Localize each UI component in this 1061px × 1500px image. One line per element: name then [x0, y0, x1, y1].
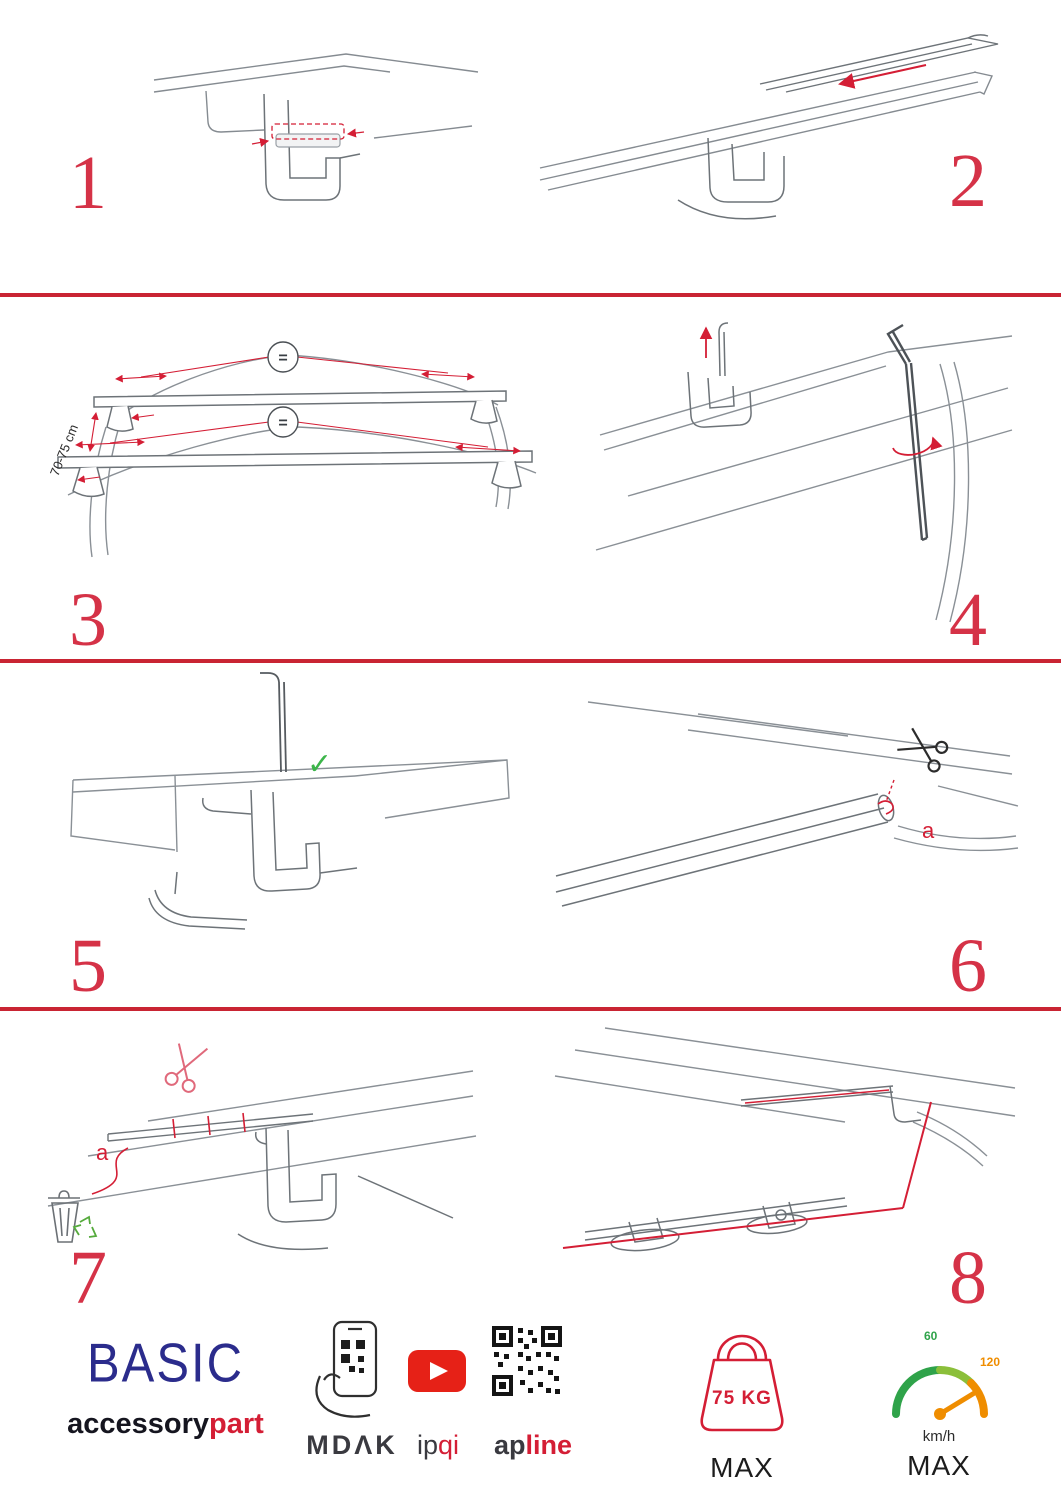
phone-qr-scan-icon	[315, 1320, 378, 1418]
partner-mdak-label: MDΛK	[306, 1430, 398, 1460]
play-icon	[430, 1362, 448, 1380]
roof-lines	[554, 1027, 1016, 1167]
bar-distance-label: 70-75 cm	[47, 422, 81, 478]
step5-illustration: ✓	[70, 672, 510, 930]
partner-apline-label: apline	[478, 1430, 588, 1461]
ipqi-dark: ip	[416, 1430, 438, 1460]
step1-illustration	[153, 53, 479, 201]
step3-number: 3	[69, 578, 107, 662]
phone-qr-pattern	[341, 1340, 365, 1373]
partner-ipqi-label: ipqi	[402, 1430, 474, 1461]
dimension-lines	[75, 356, 521, 483]
roof-rail-lines	[595, 335, 1013, 623]
speed-tick-60: 60	[924, 1329, 938, 1343]
slide-direction-arrow	[838, 64, 927, 89]
speedometer-icon: 60 120	[892, 1329, 1000, 1420]
trim-strip	[107, 1113, 314, 1142]
rubber-pad	[275, 133, 341, 148]
max-weight-icon: 75 KG	[700, 1334, 784, 1432]
strip-end-highlight	[877, 800, 894, 815]
brand-title: BASIC	[86, 1333, 245, 1394]
recycle-icon	[72, 1215, 98, 1238]
scissors-icon	[897, 727, 949, 773]
step8-illustration	[554, 1027, 1016, 1252]
brand-subtitle: accessorypart	[58, 1408, 273, 1441]
roof-edge-lines	[153, 53, 479, 139]
crossbars	[57, 390, 533, 498]
cut-marks	[91, 1112, 246, 1195]
roof-lines	[47, 1070, 477, 1207]
scissors-icon	[164, 1043, 209, 1093]
qr-code-icon	[492, 1326, 562, 1396]
youtube-icon	[408, 1350, 466, 1392]
insert-annotation	[251, 123, 365, 147]
step3-illustration: = = 70-75 cm	[47, 341, 537, 558]
allen-key-icon	[886, 323, 929, 542]
step5-number: 5	[69, 924, 107, 1008]
clamp-bracket	[687, 322, 752, 428]
step2-number: 2	[949, 139, 987, 223]
apline-dark: ap	[493, 1430, 526, 1460]
alignment-lines	[562, 1101, 932, 1249]
clamp-bracket	[237, 1127, 454, 1251]
max-weight-value: 75 KG	[712, 1388, 772, 1409]
step1-number: 1	[69, 141, 107, 225]
step4-arrows	[699, 326, 943, 456]
speed-tick-120: 120	[980, 1355, 1000, 1369]
trash-bin-icon	[48, 1190, 80, 1243]
mounting-bracket	[148, 789, 358, 930]
brand-logo: BASIC accessorypart	[58, 1332, 273, 1441]
apline-red: line	[525, 1430, 573, 1460]
equals-top: =	[278, 350, 287, 367]
step7-illustration: a	[47, 1043, 477, 1251]
roof-section	[70, 759, 510, 853]
speedometer-needle	[937, 1389, 979, 1417]
crossbar-lines	[539, 71, 993, 191]
step4-illustration	[595, 322, 1013, 623]
strip-label: a	[96, 1140, 109, 1165]
cut-line	[885, 779, 895, 803]
step8-number: 8	[949, 1236, 987, 1320]
aero-bar	[555, 793, 895, 907]
step7-number: 7	[69, 1236, 107, 1320]
speed-max-label: MAX	[907, 1450, 971, 1481]
weight-max-label: MAX	[710, 1452, 774, 1483]
ipqi-red: qi	[438, 1430, 460, 1460]
strip-label: a	[922, 818, 935, 843]
equals-bottom: =	[278, 415, 287, 432]
brand-subtitle-dark: accessory	[67, 1408, 210, 1440]
step2-illustration	[539, 34, 999, 220]
step6-illustration: a	[555, 701, 1019, 907]
speed-unit-label: km/h	[922, 1428, 956, 1445]
section-divider	[0, 1007, 1061, 1011]
checkmark-icon: ✓	[307, 747, 332, 782]
section-divider	[0, 293, 1061, 297]
sliding-strip	[759, 34, 999, 93]
equal-spacing-badges: = =	[267, 341, 299, 438]
installed-bar	[584, 1085, 922, 1252]
section-divider	[0, 659, 1061, 663]
brand-subtitle-red: part	[209, 1408, 264, 1440]
locking-pin	[260, 672, 287, 773]
step6-number: 6	[949, 924, 987, 1008]
clamp-bracket	[263, 93, 361, 201]
strip-highlight	[744, 1089, 890, 1104]
step4-number: 4	[949, 578, 987, 662]
clamp-bracket	[677, 137, 785, 220]
roof-lines	[587, 701, 1019, 852]
